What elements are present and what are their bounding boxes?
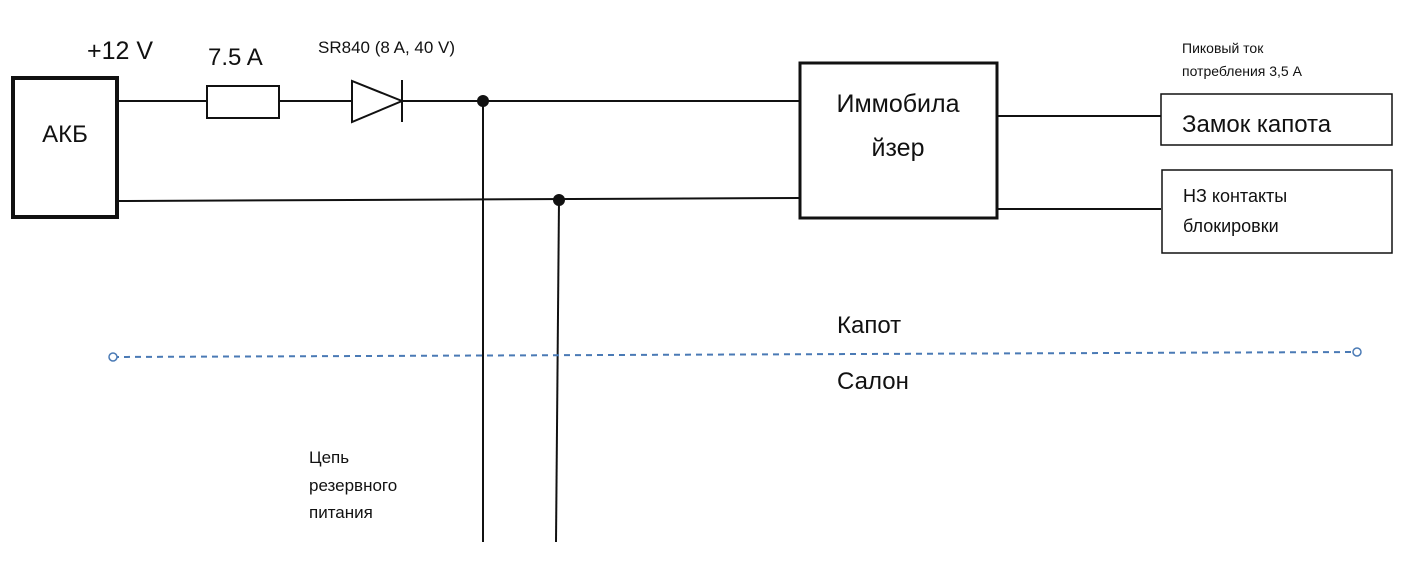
fuse-symbol [206, 85, 280, 119]
divider-endpoint-right [1352, 347, 1362, 357]
backup-label-line3: питания [309, 503, 373, 522]
immobilizer-box [798, 61, 999, 220]
divider-endpoint-left [108, 352, 118, 362]
battery-box [11, 76, 119, 219]
hood-lock-label: Замок капота [1182, 111, 1332, 138]
peak-current-note-line2: потребления 3,5 А [1182, 63, 1303, 79]
wire-ground [116, 197, 801, 202]
hood-lock-box [1160, 93, 1393, 146]
backup-label-line2: резервного [309, 476, 397, 495]
voltage-label: +12 V [87, 37, 153, 65]
zone-divider-line [112, 351, 1358, 358]
diode-label: SR840 (8 A, 40 V) [318, 38, 455, 57]
immobilizer-label-line1: Иммобила [836, 90, 959, 118]
diode-symbol [351, 79, 405, 124]
nc-contacts-line1: НЗ контакты [1183, 186, 1287, 206]
peak-current-note-line1: Пиковый ток [1182, 40, 1264, 56]
zone-hood-label: Капот [837, 312, 901, 339]
immobilizer-label-line2: йзер [872, 134, 925, 162]
nc-contacts-box [1161, 169, 1393, 254]
backup-label-line1: Цепь [309, 448, 349, 467]
zone-cabin-label: Салон [837, 368, 909, 395]
battery-label: АКБ [42, 121, 88, 148]
wire-backup-ground [555, 199, 560, 543]
nc-contacts-line2: блокировки [1183, 216, 1279, 236]
fuse-label: 7.5 A [208, 44, 263, 71]
